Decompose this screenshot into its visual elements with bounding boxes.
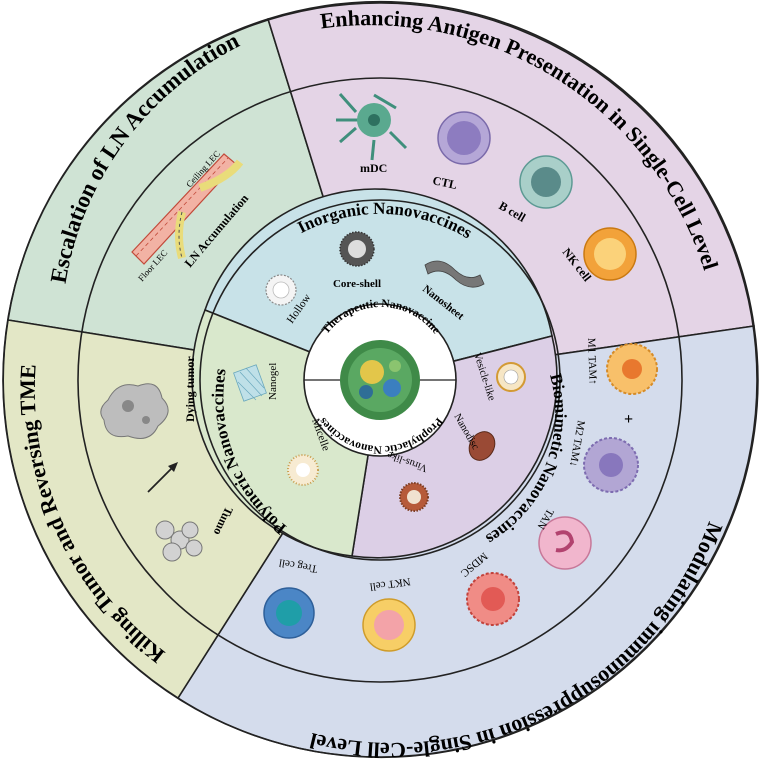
ctl-label: CTL [431,173,458,192]
hollow-particle-icon [265,274,297,306]
mdc-label: mDC [360,161,387,175]
dying-tumor-label: Dying tumor [183,356,197,422]
nanosheet-icon [424,260,485,288]
nkcell-icon [583,227,637,281]
core-shell-particle-icon [339,231,375,267]
tumor-cells-icon [155,520,203,562]
mdc-cell-icon [336,93,408,161]
nkt-cell-label: NKT cell [369,575,411,593]
nanogel-label: Nanogel [267,363,279,400]
arrow-icon [147,462,178,493]
plus-sign: + [624,411,633,428]
bcell-icon [519,155,573,209]
segment-inorganic [203,188,553,381]
virus-like-icon [399,482,429,512]
ctl-cell-icon [437,111,491,165]
m1-tam-label: M1 TAM↑ [585,338,599,385]
vesicle-icon [496,362,526,392]
nanodisc-icon [468,431,496,461]
dying-tumor-icon [100,383,169,439]
m1-tam-icon [606,343,658,395]
core-shell-label: Core-shell [333,278,381,290]
tumor-content: Dying tumor Tumo [100,356,236,562]
immunosuppression-content: M1 TAM↑ + M2 TAM↓ TAN MDSC NKT cell Treg… [263,338,658,652]
nanogel-icon [233,364,267,402]
tan-cell-icon [538,516,592,570]
middle-ring-border [77,77,683,683]
nanovaccine-particle-icon [340,340,420,420]
micelle-icon [287,454,319,486]
lymphatic-vessel-icon [131,153,244,265]
treg-cell-icon [263,587,315,639]
m2-tam-icon [583,437,639,493]
mdsc-cell-icon [466,572,520,626]
nkt-cell-icon [362,598,416,652]
